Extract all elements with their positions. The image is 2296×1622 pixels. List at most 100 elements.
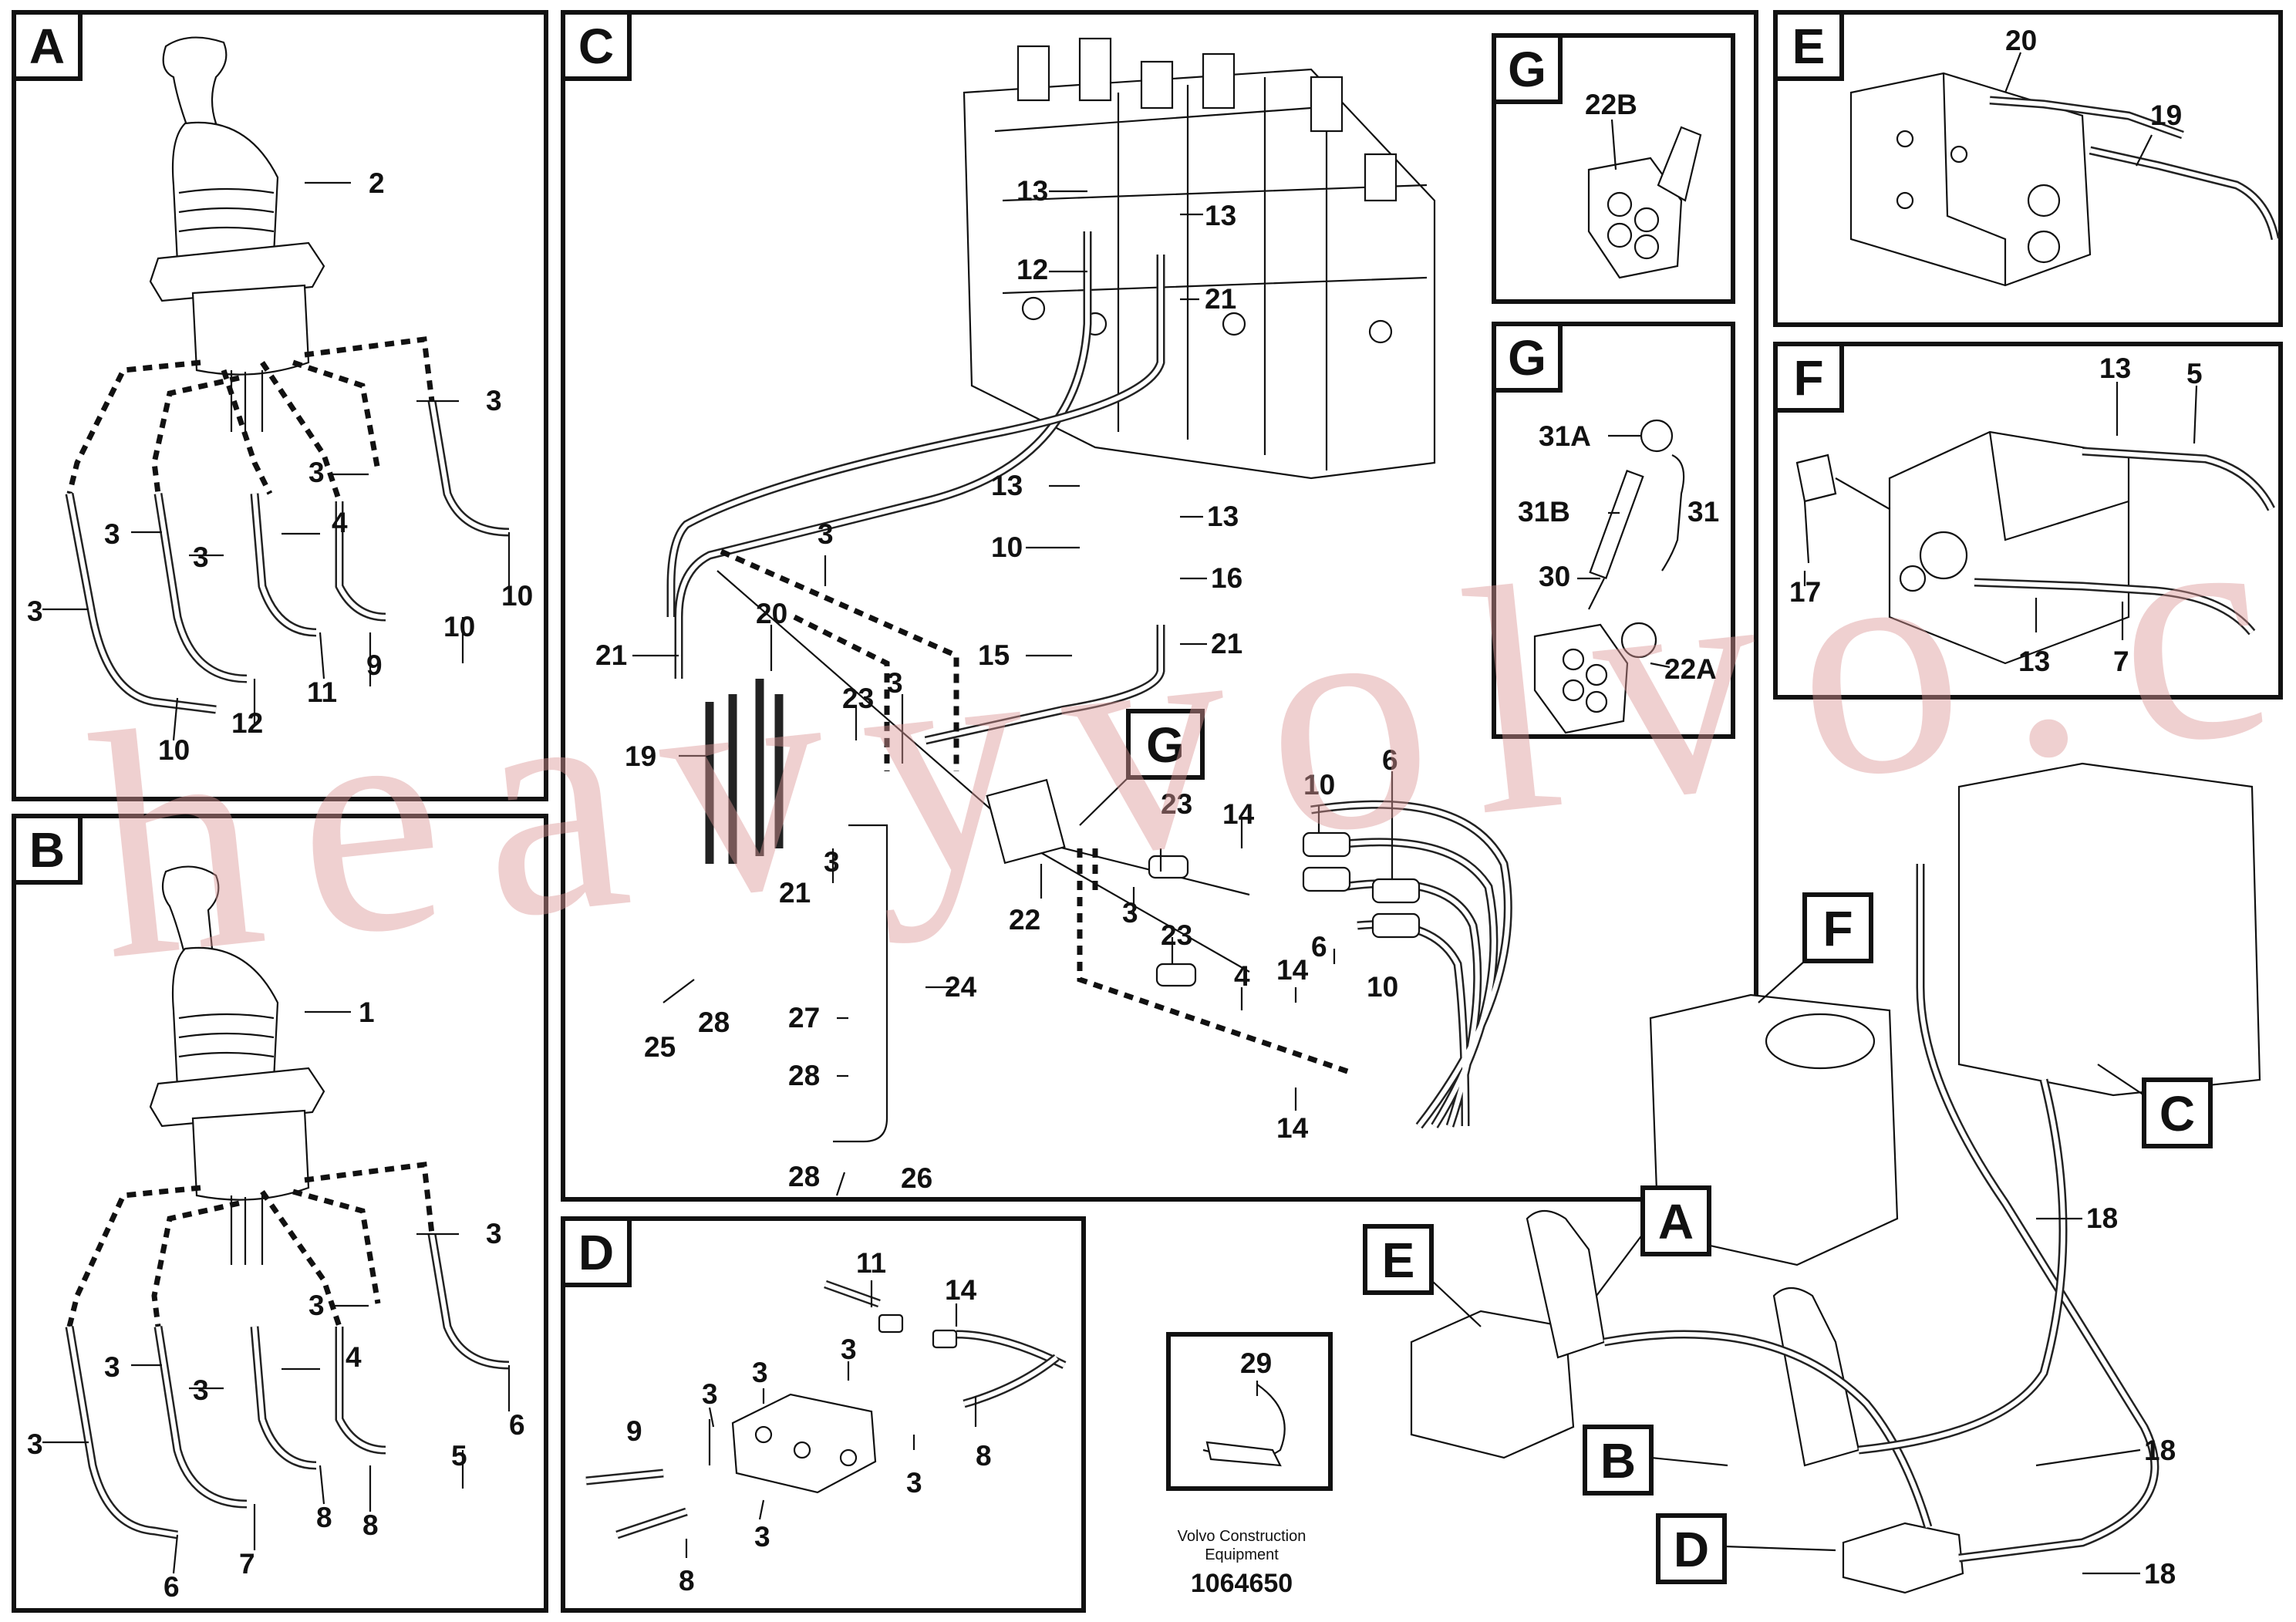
- callout-c-27: 27: [788, 1002, 820, 1034]
- callout-f-7: 7: [2113, 646, 2129, 677]
- callout-f-5: 5: [2186, 358, 2203, 389]
- callout-g2-31a: 31A: [1539, 420, 1591, 452]
- panel-clip: 29: [1202, 1347, 1286, 1467]
- panel-b-frame: [12, 814, 548, 1613]
- panel-f-swivel-valve: [1795, 430, 2275, 665]
- callout-c-28: 28: [788, 1060, 820, 1091]
- panel-c-g-marker: G: [1079, 709, 1205, 826]
- callout-a-10: 10: [501, 580, 533, 612]
- callout-a-3: 3: [486, 385, 502, 416]
- callout-c-28: 28: [698, 1007, 730, 1038]
- overview-callout-18: 18: [2144, 1558, 2176, 1590]
- panel-g1-label: G: [1508, 42, 1546, 97]
- callout-g2-31b: 31B: [1518, 496, 1570, 528]
- callout-b-5: 5: [451, 1440, 467, 1472]
- callout-c-21: 21: [1211, 628, 1242, 659]
- panel-f-callouts: 13 5 17 13 7: [1789, 352, 2203, 677]
- panel-c-callouts: 13 13 12 21 13 13 10 16 15 21 3 20 23 3 …: [595, 175, 1398, 1196]
- callout-b-1: 1: [359, 996, 375, 1028]
- panel-a-joystick: [65, 36, 510, 714]
- overview-label-a: A: [1658, 1194, 1694, 1249]
- callout-c-10: 10: [1367, 971, 1398, 1003]
- callout-g2-31: 31: [1687, 496, 1719, 528]
- callout-d-14: 14: [945, 1274, 977, 1306]
- overview-callout-18: 18: [2144, 1435, 2176, 1466]
- panel-f-label: F: [1793, 350, 1823, 406]
- panel-c-label: C: [578, 19, 614, 74]
- overview-label-b: B: [1600, 1433, 1636, 1489]
- callout-c-4: 4: [1234, 960, 1250, 992]
- callout-c-13: 13: [1205, 200, 1236, 231]
- g-marker-label: G: [1146, 717, 1185, 773]
- callout-c-16: 16: [1211, 562, 1242, 594]
- callout-b-7: 7: [239, 1548, 255, 1580]
- callout-b-8: 8: [316, 1502, 332, 1533]
- panel-g2-frame: [1492, 322, 1735, 739]
- callout-d-9: 9: [626, 1415, 642, 1447]
- callout-d-3: 3: [702, 1378, 718, 1410]
- footer: Volvo Construction Equipment 1064650: [1126, 1527, 1357, 1599]
- callout-d-8: 8: [679, 1565, 695, 1597]
- overview-labels: F C A E B D 18 18 18: [1363, 892, 2213, 1590]
- panel-g2-switch: 31A 31B 31 30 22A: [1518, 419, 1719, 734]
- callout-c-12: 12: [1017, 254, 1048, 285]
- panel-b-callouts: 1 3 3 3 3 3 4 6 5 8 8 7 6: [27, 996, 525, 1603]
- panel-e-frame: [1773, 10, 2283, 327]
- panel-e-callouts: 20 19: [2004, 25, 2182, 167]
- callout-f-17: 17: [1789, 576, 1821, 608]
- panel-g2-label: G: [1508, 330, 1546, 386]
- footer-doc-number: 1064650: [1190, 1569, 1293, 1598]
- callout-d-11: 11: [856, 1247, 886, 1279]
- callout-d-3: 3: [841, 1334, 857, 1365]
- callout-f-13: 13: [2018, 646, 2050, 677]
- callout-g1-22b: 22B: [1585, 89, 1637, 120]
- callout-b-8: 8: [362, 1509, 379, 1541]
- callout-a-3: 3: [27, 595, 43, 627]
- callout-c-21: 21: [595, 639, 627, 671]
- overview-label-c: C: [2159, 1086, 2195, 1141]
- callout-a-3: 3: [308, 457, 325, 488]
- callout-c-23: 23: [842, 683, 874, 714]
- callout-a-10: 10: [443, 611, 475, 642]
- footer-company-line1: Volvo Construction: [1177, 1528, 1306, 1545]
- panel-e-label: E: [1792, 19, 1826, 74]
- callout-c-14: 14: [1276, 1112, 1309, 1144]
- overview-label-f: F: [1822, 901, 1853, 956]
- panel-c-hoses: [666, 231, 1512, 1143]
- callout-b-3: 3: [104, 1351, 120, 1383]
- panel-d-junction-block: [585, 1280, 1067, 1539]
- callout-d-3: 3: [754, 1521, 770, 1553]
- panel-d-callouts: 11 14 3 3 9 3 8 3 8 3: [626, 1247, 992, 1597]
- callout-c-10: 10: [991, 531, 1023, 563]
- callout-c-19: 19: [625, 740, 656, 772]
- callout-a-9: 9: [366, 649, 383, 681]
- panel-g1-switch: 22B: [1585, 89, 1702, 279]
- callout-c-23: 23: [1161, 788, 1192, 820]
- callout-b-3: 3: [27, 1428, 43, 1460]
- callout-c-28: 28: [788, 1161, 820, 1192]
- panel-letters: A B C D E F G G: [12, 10, 1844, 1287]
- panel-e-valve-block: [1849, 72, 2280, 287]
- panel-b-joystick: [65, 865, 510, 1539]
- callout-c-13: 13: [1207, 501, 1239, 532]
- callout-c-14: 14: [1276, 954, 1309, 986]
- callout-d-3: 3: [906, 1467, 922, 1499]
- panel-a-label: A: [29, 19, 65, 74]
- panel-f-frame: [1773, 342, 2283, 700]
- panel-clip-frame: [1166, 1332, 1333, 1491]
- callout-a-4: 4: [332, 507, 348, 538]
- callout-c-3: 3: [824, 846, 840, 878]
- callout-c-6: 6: [1382, 744, 1398, 776]
- footer-company-line2: Equipment: [1205, 1546, 1279, 1563]
- callout-c-3: 3: [1122, 897, 1138, 929]
- callout-g2-30: 30: [1539, 561, 1570, 592]
- panel-d-label: D: [578, 1225, 614, 1280]
- callout-a-10: 10: [158, 734, 190, 766]
- callout-e-19: 19: [2150, 99, 2182, 131]
- callout-a-2: 2: [369, 167, 385, 199]
- callout-c-13: 13: [1017, 175, 1048, 207]
- callout-c-3: 3: [887, 667, 903, 699]
- callout-g2-22a: 22A: [1664, 653, 1717, 685]
- callout-c-24: 24: [945, 971, 977, 1003]
